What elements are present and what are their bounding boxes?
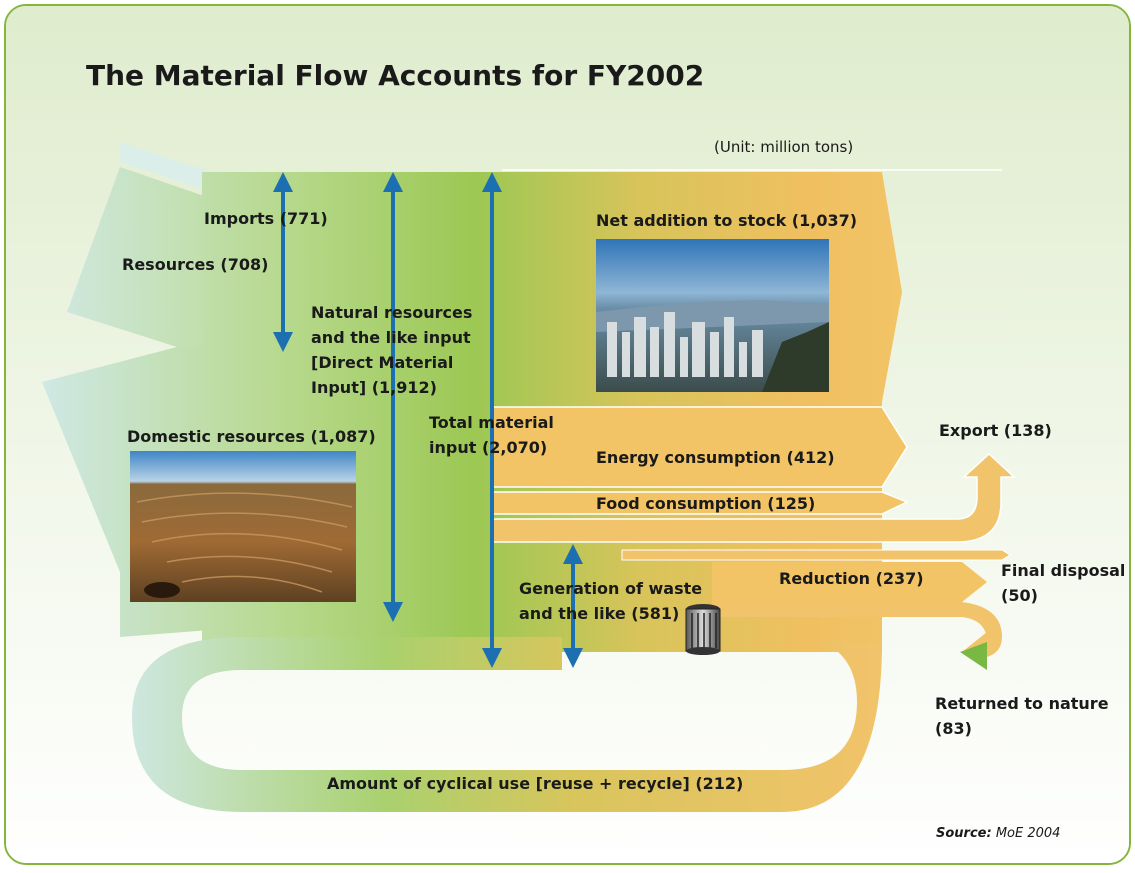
diagram-frame: The Material Flow Accounts for FY2002 (U… bbox=[4, 4, 1131, 865]
natural-resources-label-1: Natural resources bbox=[311, 303, 472, 322]
measure-arrows bbox=[273, 172, 583, 668]
energy-consumption-label: Energy consumption (412) bbox=[596, 448, 835, 467]
unit-note: (Unit: million tons) bbox=[714, 138, 853, 156]
return-arrowhead bbox=[960, 642, 987, 670]
cyclical-use-label: Amount of cyclical use [reuse + recycle]… bbox=[327, 774, 743, 793]
export-label: Export (138) bbox=[939, 421, 1052, 440]
mine-photo bbox=[130, 451, 356, 602]
returned-band bbox=[712, 602, 1002, 670]
natural-resources-label-3: [Direct Material bbox=[311, 353, 453, 372]
returned-to-nature-label-2: (83) bbox=[935, 719, 972, 738]
source-value: MoE 2004 bbox=[996, 826, 1061, 841]
final-disposal-band bbox=[621, 549, 1011, 561]
imports-label: Imports (771) bbox=[204, 209, 328, 228]
natural-resources-label-2: and the like input bbox=[311, 328, 471, 347]
reduction-label: Reduction (237) bbox=[779, 569, 924, 588]
final-disposal-label-1: Final disposal bbox=[1001, 561, 1125, 580]
export-band bbox=[491, 452, 1016, 543]
food-consumption-label: Food consumption (125) bbox=[596, 494, 815, 513]
total-material-label-2: input (2,070) bbox=[429, 438, 547, 457]
source-label: Source: bbox=[936, 826, 992, 841]
city-photo bbox=[596, 239, 829, 392]
net-addition-label: Net addition to stock (1,037) bbox=[596, 211, 857, 230]
final-disposal-label-2: (50) bbox=[1001, 586, 1038, 605]
page-title: The Material Flow Accounts for FY2002 bbox=[86, 59, 704, 92]
energy-band bbox=[491, 406, 908, 488]
trash-can-icon bbox=[685, 604, 721, 655]
resources-label: Resources (708) bbox=[122, 255, 268, 274]
domestic-resources-label: Domestic resources (1,087) bbox=[127, 427, 376, 446]
source-credit: Source: MoE 2004 bbox=[936, 826, 1060, 841]
natural-resources-label-4: Input] (1,912) bbox=[311, 378, 437, 397]
total-material-label-1: Total material bbox=[429, 413, 554, 432]
material-flow-diagram: The Material Flow Accounts for FY2002 (U… bbox=[6, 6, 1129, 863]
reduction-band bbox=[712, 562, 987, 602]
returned-to-nature-label-1: Returned to nature bbox=[935, 694, 1109, 713]
generation-waste-label-1: Generation of waste bbox=[519, 579, 702, 598]
cyclical-loop bbox=[132, 637, 882, 812]
generation-waste-label-2: and the like (581) bbox=[519, 604, 679, 623]
